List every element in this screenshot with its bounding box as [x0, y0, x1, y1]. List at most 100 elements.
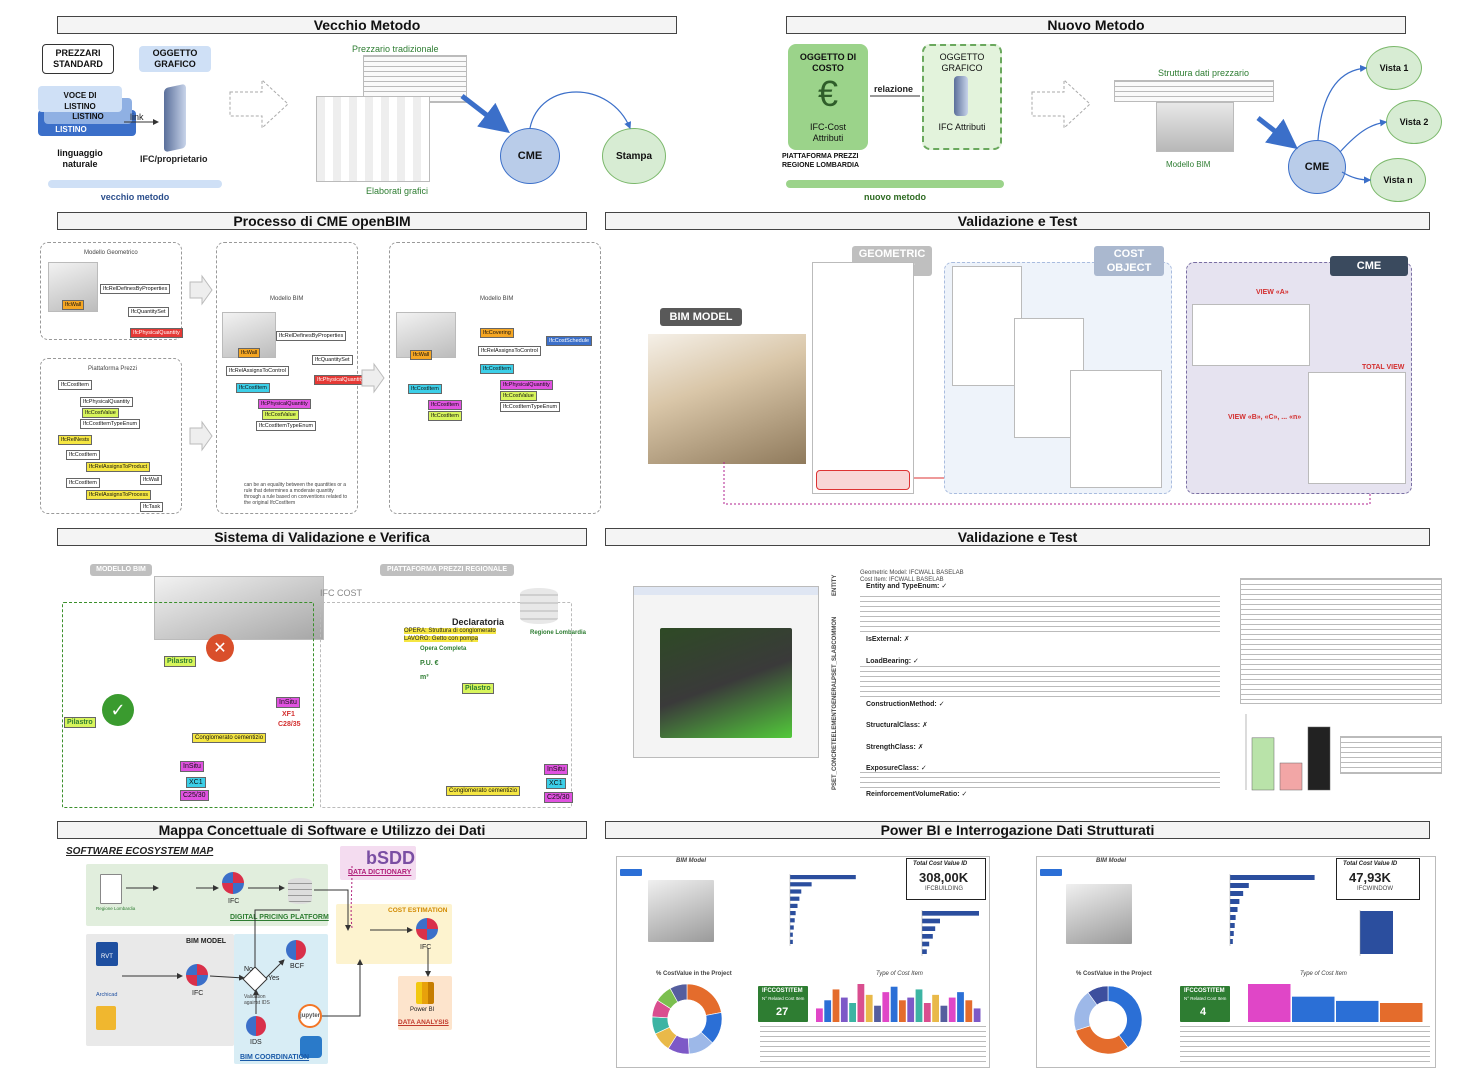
proc-node-c1: IfcQuantitySet	[312, 355, 353, 365]
vsys-bim-render	[154, 576, 324, 640]
header-old-method: Vecchio Metodo	[57, 16, 677, 34]
pbi-right-kpi-sub: IFCWINDOW	[1357, 886, 1393, 892]
vt2-line-5: ConstructionMethod: ✓	[866, 701, 945, 708]
pu-label: P.U. €	[420, 660, 439, 667]
ifc-proprietario-label: IFC/proprietario	[140, 154, 208, 164]
cost-properties-panel-3	[1070, 370, 1162, 488]
linguaggio-naturale-label: linguaggio naturale	[57, 148, 103, 169]
pbi-right-bar-chart-2	[1359, 910, 1393, 956]
proc-node-a1: IfcWall	[62, 300, 85, 310]
powerbi-label: Power BI	[410, 1007, 435, 1013]
piattaforma-prezzi-label: Piattaforma Prezzi	[88, 366, 138, 372]
vista1-circle: Vista 1	[1366, 46, 1422, 90]
pbi-left-bar2-4	[922, 941, 930, 947]
check-icon: ✓	[102, 694, 134, 726]
struttura-label: Struttura dati prezzario	[1158, 68, 1250, 78]
digital-pricing-label: DIGITAL PRICING PLATFORM	[230, 914, 329, 921]
pbi-right-building	[1066, 884, 1132, 944]
prezzario-thumb	[363, 55, 467, 103]
vsys-right-panel	[320, 602, 572, 808]
vt2-text-block-1	[860, 596, 1220, 632]
ifc-cost-label: IFC COST	[320, 588, 362, 598]
pbi-right-bar-2	[1230, 891, 1244, 896]
database-icon	[520, 588, 558, 624]
pbi-left-bar-3	[790, 896, 800, 901]
process-panel-bim-2	[389, 242, 601, 514]
header-concept-map: Mappa Concettuale di Software e Utilizzo…	[57, 821, 587, 839]
euro-icon: €	[817, 73, 839, 114]
geometric-properties-panel	[812, 262, 914, 494]
regione-logo-label: Regione Lombardia	[530, 630, 587, 636]
elaborati-label: Elaborati grafici	[366, 186, 429, 196]
modello-bim-tag: MODELLO BIM	[90, 564, 152, 576]
regione-map-logo	[100, 874, 122, 904]
pbi-left-col-7	[874, 1005, 881, 1022]
proc-node-b8: IfcCostItem	[66, 478, 100, 488]
cme-circle-old: CME	[500, 128, 560, 184]
vt2-line-7: StrengthClass: ✗	[866, 744, 924, 751]
link-label: link	[130, 112, 144, 122]
ifc-logo-3	[416, 918, 438, 940]
old-footer-label: vecchio metodo	[100, 192, 170, 202]
ifc-2-label: IFC	[192, 990, 204, 997]
header-new-method: Nuovo Metodo	[786, 16, 1406, 34]
ids-label: IDS	[250, 1039, 262, 1046]
proc-node-b2: IfcCostValue	[82, 408, 119, 418]
conglomerato-2: Conglomerato cementizio	[446, 786, 521, 796]
listino-label-1: LISTINO	[72, 112, 104, 121]
bim-model-tag: BIM MODEL	[660, 308, 742, 326]
pbi-right-donut-slice-3	[1087, 985, 1109, 1006]
pbi-left-bar2-1	[922, 918, 940, 924]
bsdd-label: bSDD	[366, 848, 415, 868]
pbi-right-bar2-0	[1360, 911, 1393, 954]
ifc-1-label: IFC	[228, 898, 240, 905]
viewer-title-bar	[634, 587, 818, 595]
prezzari-standard-box: PREZZARI STANDARD	[42, 44, 114, 74]
ifc-object-old	[164, 83, 186, 153]
pbi-left-bar-9	[790, 939, 793, 944]
bim-model-new-thumb	[1156, 102, 1234, 152]
pbi-right-kpi-value: 47,93K	[1349, 870, 1391, 885]
pbi-left-col-18	[965, 1000, 973, 1022]
pbi-right-kpi-title: Total Cost Value ID	[1343, 861, 1398, 867]
pbi-left-col-10	[899, 1000, 906, 1022]
pbi-left-col-17	[957, 992, 964, 1022]
bim-building-render	[648, 334, 806, 464]
pbi-right-bar-5	[1230, 915, 1236, 920]
elaborati-thumb	[316, 96, 430, 182]
vt2-result-table	[1240, 578, 1442, 704]
proc-node-d3: IfcWall	[410, 350, 433, 360]
pbi-right-bar-1	[1230, 883, 1249, 888]
proc-node-c5: IfcCostItem	[236, 383, 270, 393]
proc-node-d6: IfcPhysicalQuantity	[500, 380, 553, 390]
pbi-left-bar-7	[790, 925, 794, 930]
pbi-left-kpi-card: Total Cost Value ID 308,00K IFCBUILDING	[906, 858, 986, 900]
pbi-left-bar-chart-2	[921, 910, 979, 956]
declaratoria-label: Declaratoria	[452, 617, 505, 627]
pbi-right-cost-label: % CostValue in the Project	[1076, 971, 1152, 977]
modello-bim-1-label: Modello BIM	[270, 296, 304, 302]
pbi-left-related-label: N° Related Cost Item	[762, 996, 805, 1001]
oggetto-costo-box	[788, 44, 868, 150]
pbi-right-bar-8	[1230, 939, 1233, 944]
pbi-left-logo	[620, 869, 642, 876]
yes-label: Yes	[268, 975, 280, 982]
pilastro-1: Pilastro	[164, 656, 196, 667]
pbi-right-bar-6	[1230, 923, 1235, 928]
pbi-right-text-block	[1180, 1026, 1430, 1064]
pbi-left-bar-1	[790, 882, 812, 887]
pbi-right-bar-7	[1230, 931, 1234, 936]
proc-node-c7: IfcCostValue	[262, 410, 299, 420]
c2530-1: C25/30	[180, 790, 209, 801]
insitu-1: InSitu	[276, 697, 300, 708]
relazione-label: relazione	[874, 84, 914, 94]
piattaforma-label: PIATTAFORMA PREZZI REGIONE LOMBARDIA	[782, 153, 859, 169]
listino-stack-1	[38, 86, 122, 112]
pbi-left-related-value: 27	[776, 1006, 789, 1018]
proc-node-d8: IfcCostItem	[428, 400, 462, 410]
vt2-bar-0	[1251, 737, 1275, 791]
db-icon-map	[288, 878, 312, 904]
ifc-logo-2	[186, 964, 208, 986]
modello-bim-2-label: Modello BIM	[480, 296, 514, 302]
c2835-label: C28/35	[278, 721, 301, 728]
